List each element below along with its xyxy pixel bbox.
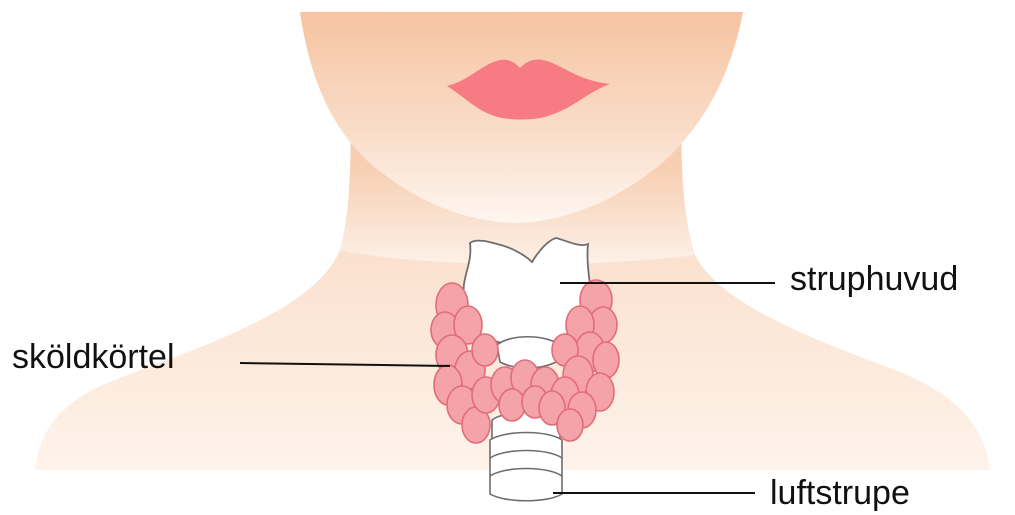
- trachea-label: luftstrupe: [770, 476, 910, 510]
- larynx-label: struphuvud: [790, 262, 958, 296]
- thyroid-label: sköldkörtel: [12, 340, 175, 374]
